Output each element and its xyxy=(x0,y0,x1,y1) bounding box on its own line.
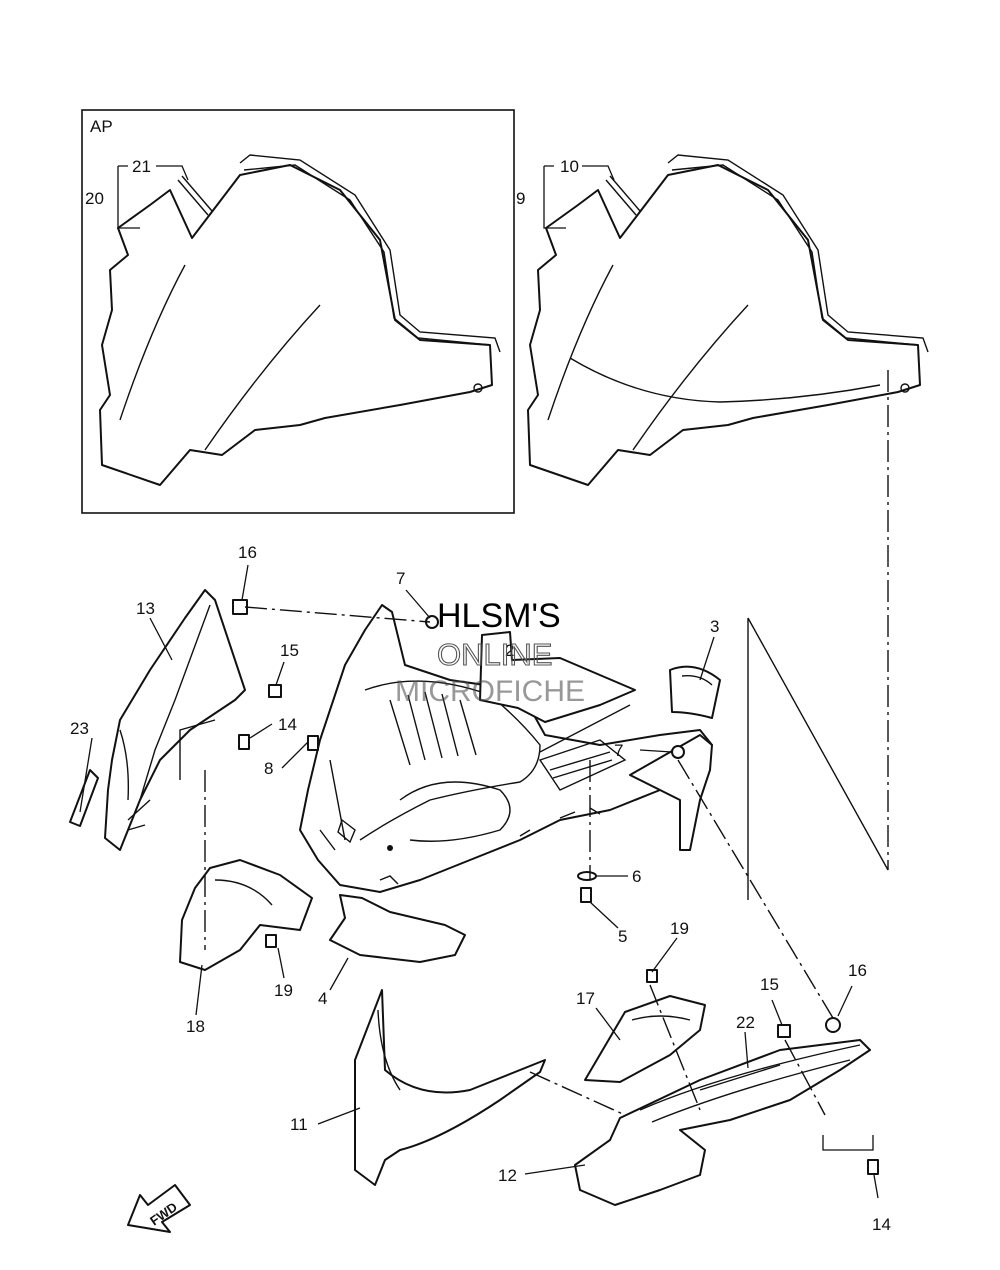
strip-23 xyxy=(69,769,99,827)
inset-label: AP xyxy=(90,117,113,136)
callout-14-lower: 14 xyxy=(872,1215,891,1234)
windshield-ap xyxy=(99,154,501,486)
callout-2: 2 xyxy=(505,641,514,660)
lower-panel-4 xyxy=(329,894,466,963)
callout-15-lower: 15 xyxy=(760,975,779,994)
watermark: HLSM'S ONLINE MICROFICHE xyxy=(395,597,585,708)
duct-18 xyxy=(179,859,313,971)
callout-13: 13 xyxy=(136,599,155,618)
callout-19-left: 19 xyxy=(274,981,293,1000)
windshield-standard xyxy=(527,154,929,486)
callout-7-upper: 7 xyxy=(396,569,405,588)
callout-19-right: 19 xyxy=(670,919,689,938)
left-side-cover-13 xyxy=(104,589,246,851)
callout-6: 6 xyxy=(632,867,641,886)
watermark-line-1: HLSM'S xyxy=(437,597,561,635)
seal-3 xyxy=(669,665,721,719)
watermark-line-2: ONLINE xyxy=(437,637,552,672)
right-bracket-arm xyxy=(629,734,713,851)
callout-21: 21 xyxy=(132,157,151,176)
lower-side-panel-11 xyxy=(354,989,546,1186)
callout-numbers: 20 21 9 10 16 13 15 14 23 8 7 2 3 7 6 5 … xyxy=(70,157,891,1234)
duct-cover-17 xyxy=(584,995,706,1083)
front-cowling xyxy=(299,604,713,893)
fasteners xyxy=(232,599,879,1175)
callout-5: 5 xyxy=(618,927,627,946)
leader-lines xyxy=(79,165,879,1199)
callout-12: 12 xyxy=(498,1166,517,1185)
callout-11: 11 xyxy=(290,1115,308,1134)
inset-box xyxy=(81,109,515,514)
guide-line-triangle xyxy=(747,617,889,900)
callout-8: 8 xyxy=(264,759,273,778)
callout-10: 10 xyxy=(560,157,579,176)
callout-20: 20 xyxy=(85,189,104,208)
callout-23: 23 xyxy=(70,719,89,738)
callout-18: 18 xyxy=(186,1017,205,1036)
callout-4: 4 xyxy=(318,989,327,1008)
lower-fairing-12 xyxy=(574,1039,871,1206)
callout-9: 9 xyxy=(516,189,525,208)
watermark-line-3: MICROFICHE xyxy=(395,675,585,708)
callout-16-lower: 16 xyxy=(848,961,867,980)
callout-3: 3 xyxy=(710,617,719,636)
fwd-arrow: FWD xyxy=(127,1184,191,1233)
callout-16-upper: 16 xyxy=(238,543,257,562)
inner-panel-2 xyxy=(479,631,636,723)
callout-22: 22 xyxy=(736,1013,755,1032)
callout-15-upper: 15 xyxy=(280,641,299,660)
callout-14-upper: 14 xyxy=(278,715,297,734)
callout-7-right: 7 xyxy=(614,741,623,760)
callout-17: 17 xyxy=(576,989,595,1008)
